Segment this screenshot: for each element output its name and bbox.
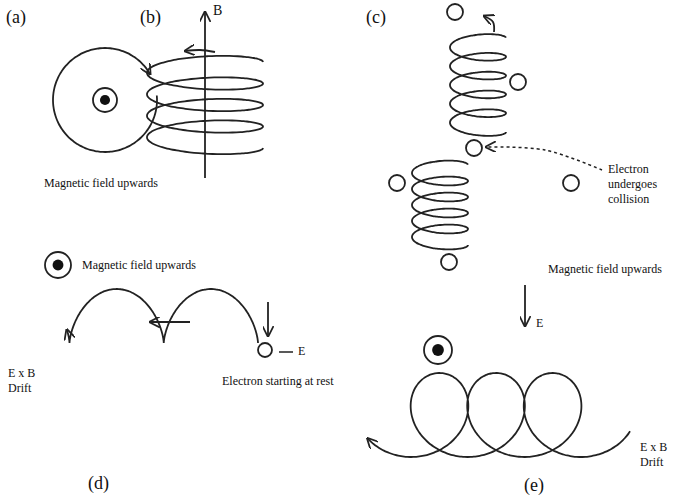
panel-label: (d) [88, 472, 109, 495]
panel-label: (b) [140, 6, 161, 29]
annotation-label: Magnetic field upwards [82, 258, 196, 273]
ion-circle [563, 175, 579, 191]
annotation-label: Electron undergoes collision [608, 162, 680, 207]
field-out-symbol [93, 88, 117, 112]
field-out-symbol [424, 336, 452, 364]
helical-path [147, 56, 263, 154]
annotation-label: E [536, 316, 543, 331]
electric-field-arrow [267, 302, 269, 336]
ion-circle [441, 254, 457, 270]
circular-orbit [53, 48, 157, 152]
annotation-label: Magnetic field upwards [548, 262, 662, 277]
panel-label: (a) [6, 6, 26, 29]
helix-before-collision [450, 34, 506, 136]
illustration-group [45, 4, 630, 457]
annotation-label: E [298, 344, 305, 359]
drift-direction-arrow [150, 321, 190, 323]
annotation-label: E x B Drift [640, 440, 682, 470]
helix-direction-arrow [484, 16, 494, 32]
annotation-label: Electron starting at rest [222, 374, 334, 389]
trochoid-drift-path [368, 373, 631, 457]
ion-circle [389, 175, 405, 191]
collision-pointer [486, 147, 602, 170]
annotation-label: E x B Drift [8, 366, 50, 396]
electron-at-rest [258, 343, 272, 357]
panel-label: B [213, 2, 222, 20]
ion-circle [466, 140, 482, 156]
ion-circle [510, 74, 526, 90]
helix-after-collision [412, 161, 468, 250]
annotation-label: Magnetic field upwards [44, 176, 158, 191]
field-leader-line [279, 351, 293, 353]
electric-field-arrow [524, 285, 526, 326]
field-out-symbol-dot [100, 95, 110, 105]
panel-label: (c) [366, 6, 386, 29]
ion-circle [447, 4, 463, 20]
cycloid-drift-path [67, 289, 258, 343]
field-out-symbol [45, 252, 71, 278]
panel-label: (e) [524, 474, 544, 497]
field-out-symbol-dot [53, 260, 64, 271]
field-out-symbol-dot [432, 344, 444, 356]
helix-direction-arrow [185, 50, 215, 52]
